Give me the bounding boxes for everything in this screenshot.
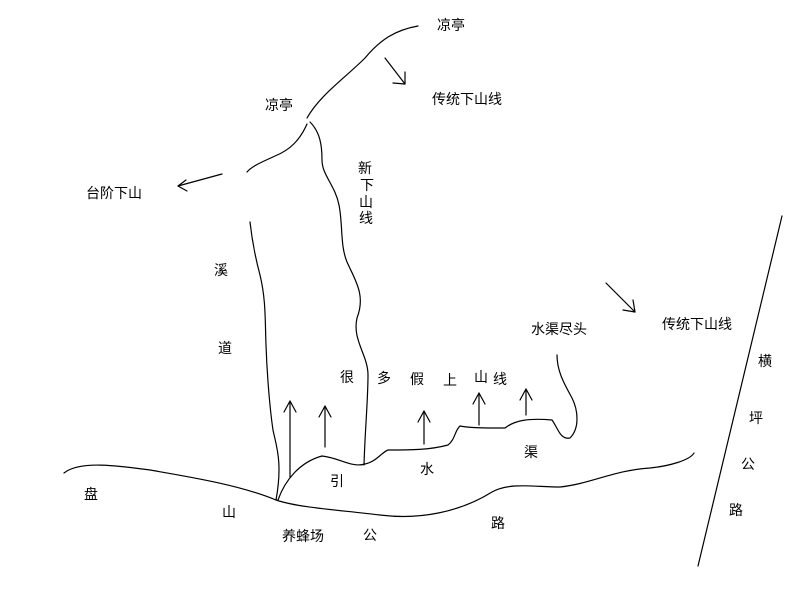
label-stream-char: 溪 — [214, 263, 228, 279]
label-false-trails-char: 多 — [377, 371, 391, 387]
label-diversion-canal-char: 渠 — [524, 445, 538, 461]
trail-top — [306, 25, 419, 119]
label-false-trails-char: 很 — [340, 370, 354, 386]
label-diversion-canal-char: 引 — [330, 474, 344, 490]
arrow-traditional-descent-right — [605, 282, 636, 313]
arrow-up-4 — [472, 392, 486, 426]
label-false-trails-char: 上 — [443, 373, 457, 389]
arrow-up-5 — [519, 388, 533, 416]
trail-new-descent — [309, 121, 369, 466]
arrow-traditional-descent-top — [384, 57, 406, 85]
label-pavilion-top: 凉亭 — [437, 18, 465, 34]
label-panshan-road-char: 盘 — [84, 487, 98, 503]
label-hengping-road-char: 路 — [729, 503, 743, 519]
arrow-stairs-descent — [177, 173, 223, 192]
label-new-descent-char: 下 — [360, 178, 374, 194]
label-pavilion-mid: 凉亭 — [265, 98, 293, 114]
road-panshan — [63, 452, 695, 518]
arrow-up-1 — [283, 400, 297, 478]
arrow-up-2 — [318, 405, 332, 448]
label-false-trails-char: 线 — [493, 372, 507, 388]
label-false-trails-char: 山 — [474, 370, 488, 386]
label-traditional-descent-top: 传统下山线 — [432, 92, 502, 108]
label-diversion-canal-char: 水 — [420, 462, 434, 478]
label-traditional-descent-right: 传统下山线 — [662, 317, 732, 333]
label-stairs-descent: 台阶下山 — [86, 186, 142, 202]
label-panshan-road-char: 公 — [363, 528, 377, 544]
label-bee-farm: 养蜂场 — [282, 529, 324, 545]
road-hengping — [697, 215, 783, 567]
label-false-trails-char: 假 — [410, 372, 424, 388]
trail-to-stairs — [246, 123, 308, 173]
arrow-up-3 — [417, 410, 431, 445]
label-new-descent-char: 山 — [359, 195, 373, 211]
label-new-descent-char: 线 — [359, 211, 373, 227]
label-stream-char: 道 — [218, 341, 232, 357]
label-panshan-road-char: 山 — [222, 505, 236, 521]
label-hengping-road-char: 横 — [758, 354, 772, 370]
label-hengping-road-char: 公 — [741, 457, 755, 473]
label-hengping-road-char: 坪 — [749, 411, 763, 427]
label-canal-end: 水渠尽头 — [531, 322, 587, 338]
trail-stream — [249, 221, 280, 501]
canal-line — [277, 354, 578, 501]
label-new-descent-char: 新 — [358, 161, 372, 177]
label-panshan-road-char: 路 — [491, 516, 505, 532]
